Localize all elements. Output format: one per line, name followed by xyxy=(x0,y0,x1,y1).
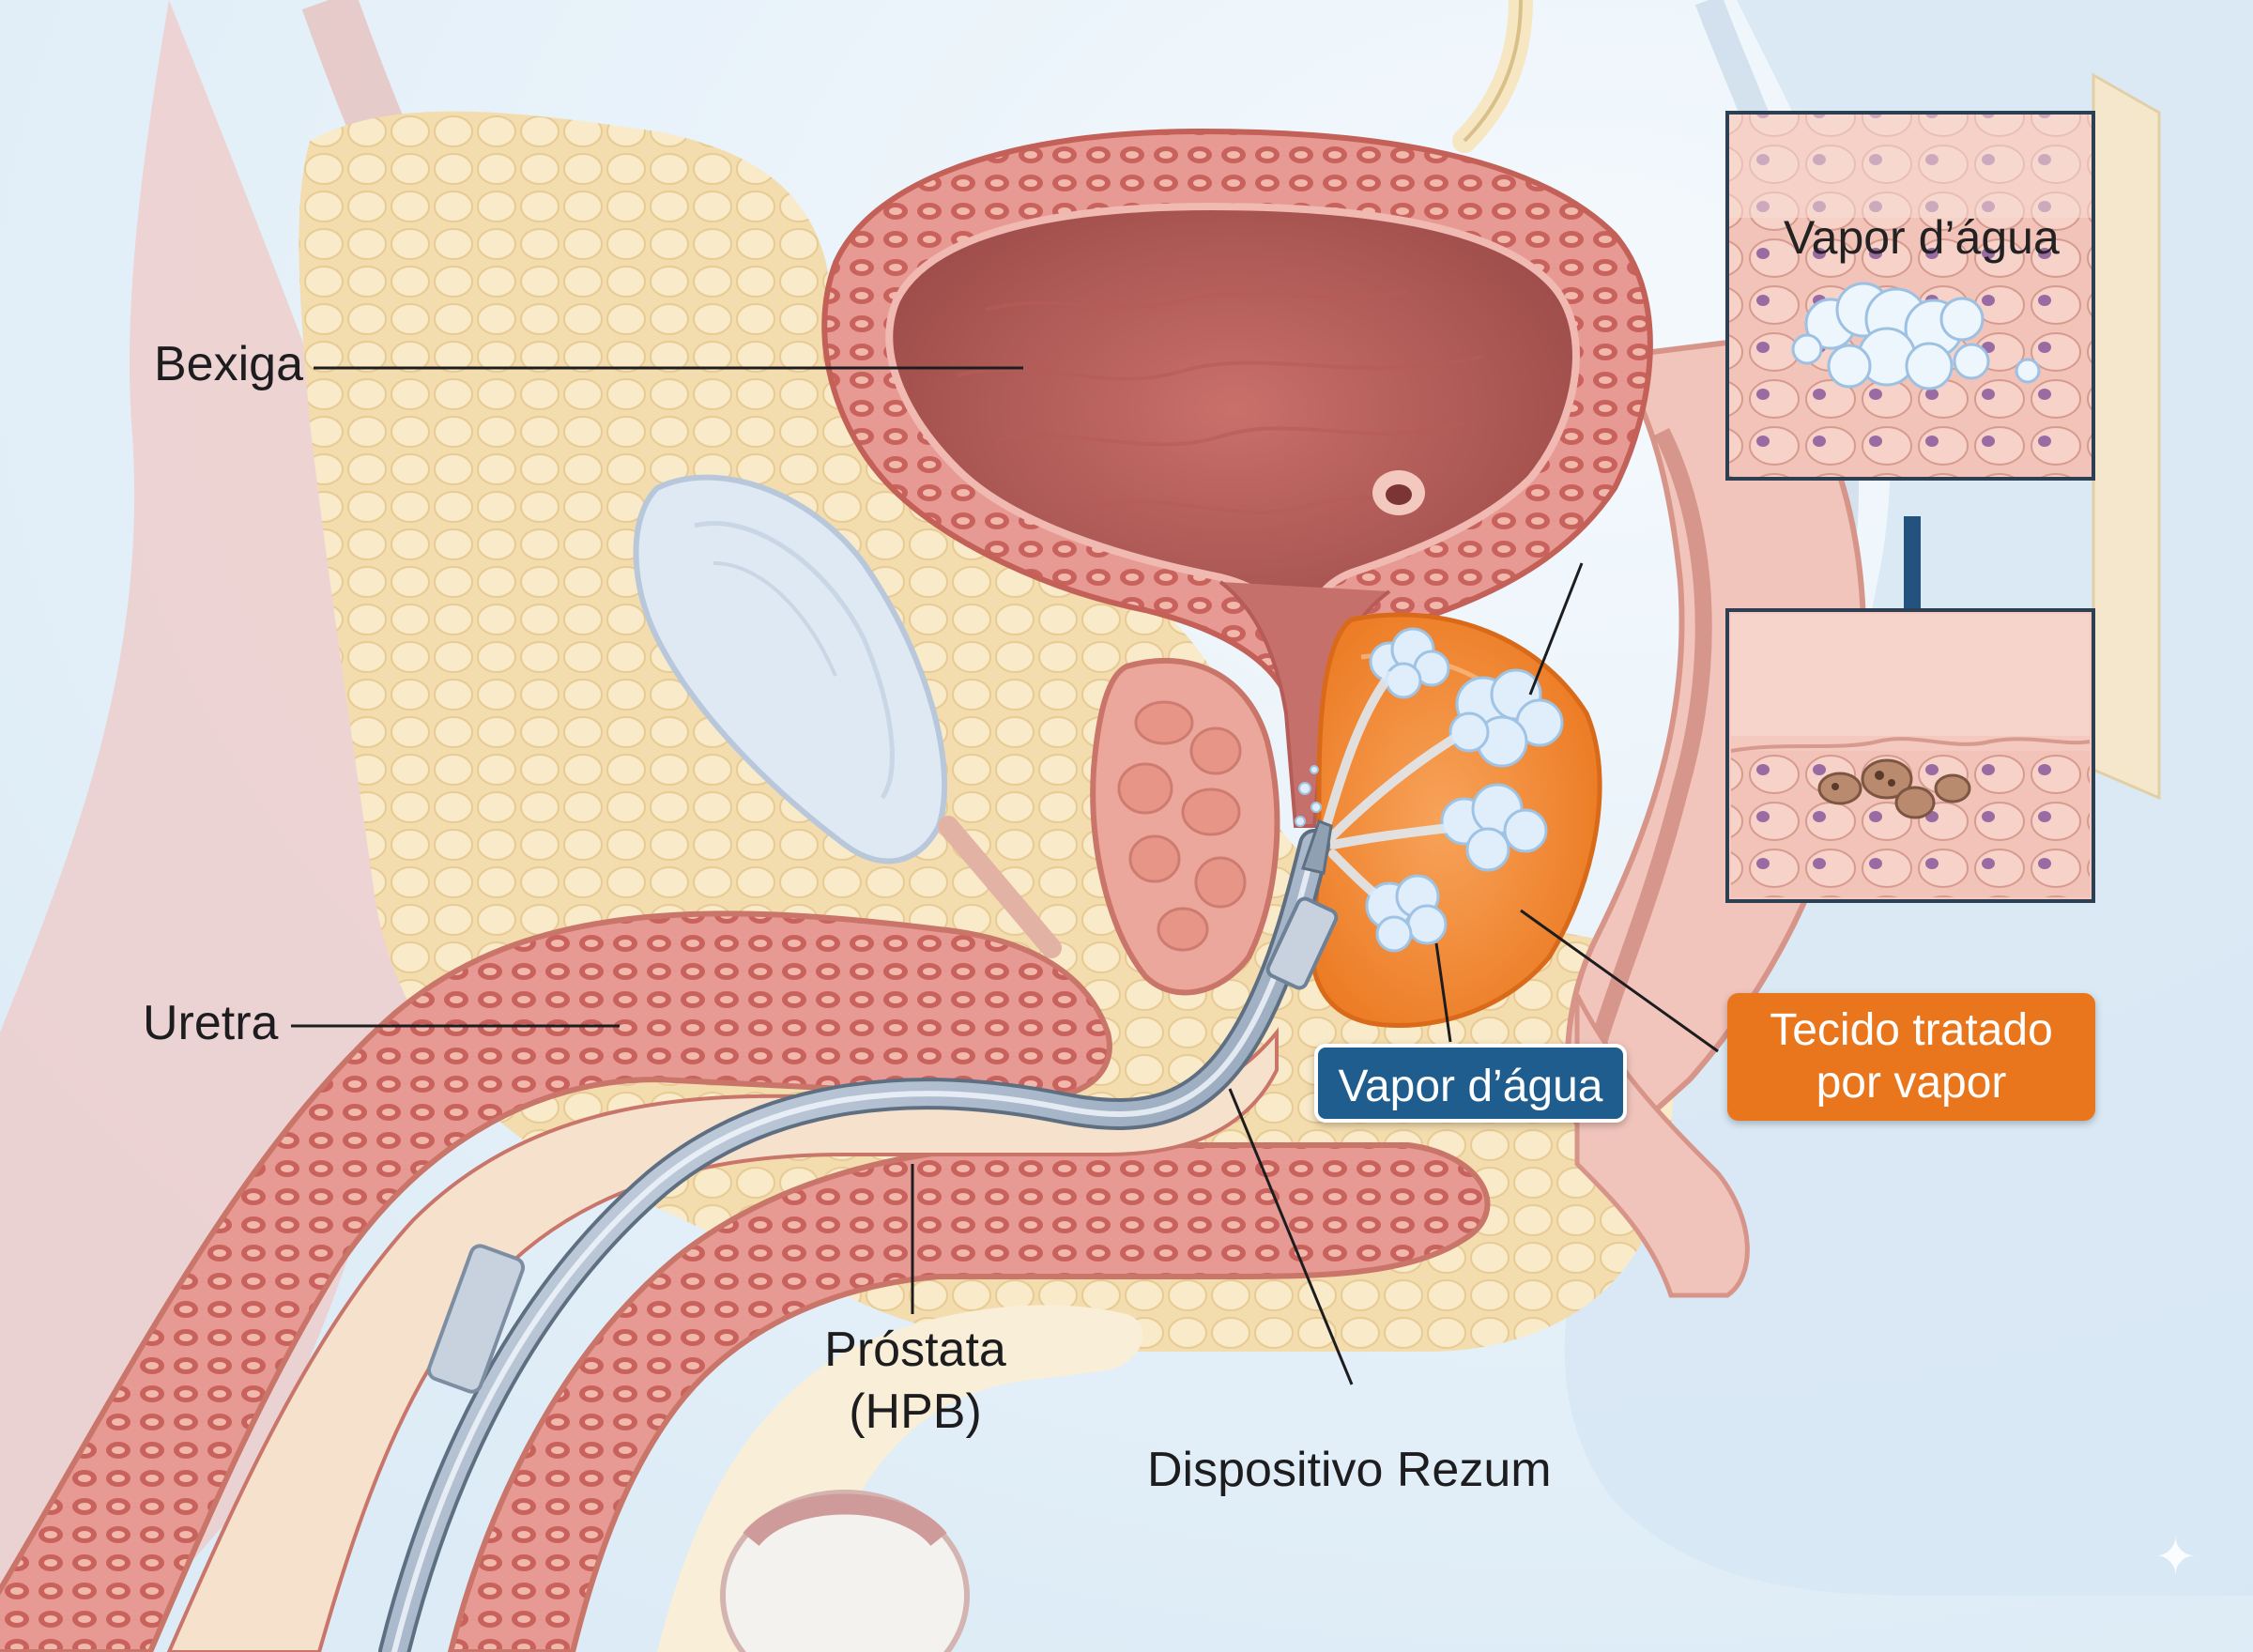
label-dispositivo-rezum: Dispositivo Rezum xyxy=(1147,1443,1552,1497)
badge-tecido-line1: Tecido tratado xyxy=(1770,1005,2053,1055)
badge-tecido-tratado: Tecido tratado por vapor xyxy=(1727,993,2095,1121)
leader-lines xyxy=(291,366,1719,1385)
sparkle-icon: ✦ xyxy=(2153,1527,2197,1586)
label-prostata-line2: (HPB) xyxy=(849,1384,982,1439)
inset-vapor-cells xyxy=(1725,111,2095,481)
inset-treated-tissue xyxy=(1725,608,2095,903)
label-prostata-line1: Próstata xyxy=(824,1323,1006,1377)
label-uretra: Uretra xyxy=(143,996,279,1050)
badge-vapor-dagua: Vapor d’água xyxy=(1314,1044,1627,1123)
inset-vapor-title: Vapor d’água xyxy=(1784,211,2060,264)
label-bexiga: Bexiga xyxy=(154,337,303,391)
label-prostata: Próstata (HPB) xyxy=(807,1319,1023,1443)
badge-tecido-line2: por vapor xyxy=(1816,1058,2007,1108)
